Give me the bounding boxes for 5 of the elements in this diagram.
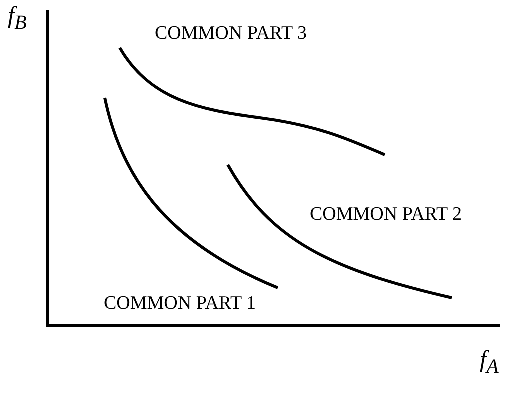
curve-label: COMMON PART 2 [310,205,462,224]
curve-label: COMMON PART 3 [155,24,307,43]
curve-label: COMMON PART 1 [104,294,256,313]
axis-label: f$_{A}$ [480,348,499,377]
axis-label: f$_{B}$ [8,4,27,33]
